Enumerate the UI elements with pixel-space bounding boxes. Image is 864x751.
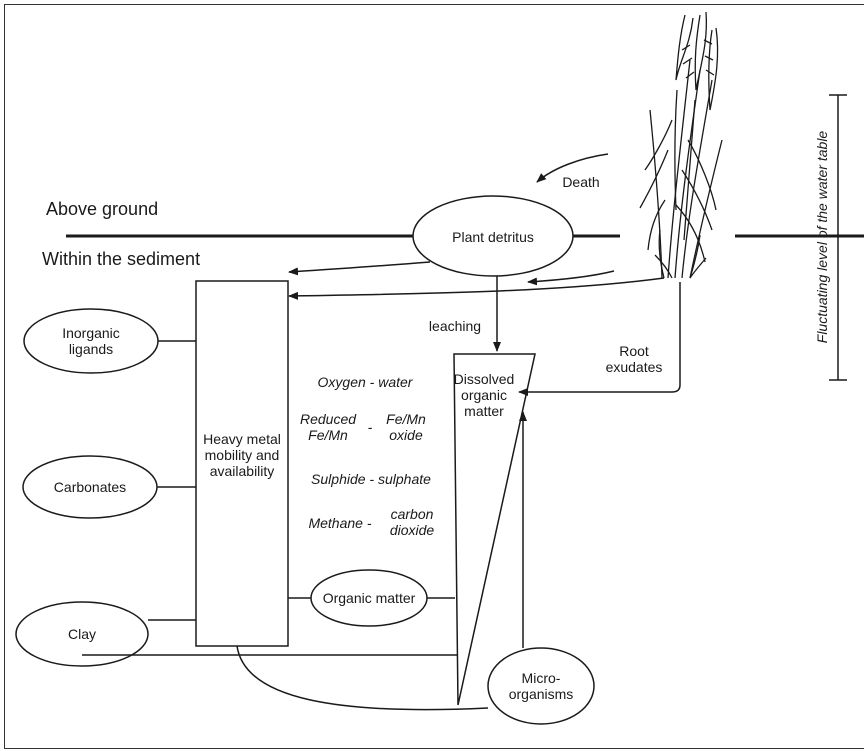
leaching-label: leaching [428,318,482,334]
micro-organisms-label: Micro-organisms [508,670,574,702]
arrow-death [536,153,609,183]
figure-frame [4,4,864,749]
reed-plant-illustration [639,11,723,279]
water-table-indicator [829,94,847,381]
arrow-root-exudates [518,282,681,396]
death-label: Death [562,174,600,190]
carbonates-label: Carbonates [53,479,127,495]
organic-matter-label: Organic matter [322,590,416,606]
dissolved-om-wedge [453,353,536,706]
water-table-label: Fluctuating level of the water table [814,130,830,344]
within-sediment-label: Within the sediment [42,249,201,269]
above-ground-label: Above ground [46,199,159,219]
redox-oxygen-water: Oxygen - water [317,374,413,390]
clay-node [15,601,149,667]
arrow-detritus-to-box [288,261,431,276]
plant-detritus-label: Plant detritus [452,229,534,245]
connector-box-microorganisms [236,645,489,711]
arrow-plant-1 [288,277,665,300]
clay-label: Clay [67,626,96,642]
redox-sulphide-sulphate: Sulphide - sulphate [311,471,431,487]
heavy-metal-box [195,280,289,647]
micro-organisms-node [487,647,595,725]
arrow-plant-2 [527,270,615,286]
plant-detritus-node [412,195,574,277]
